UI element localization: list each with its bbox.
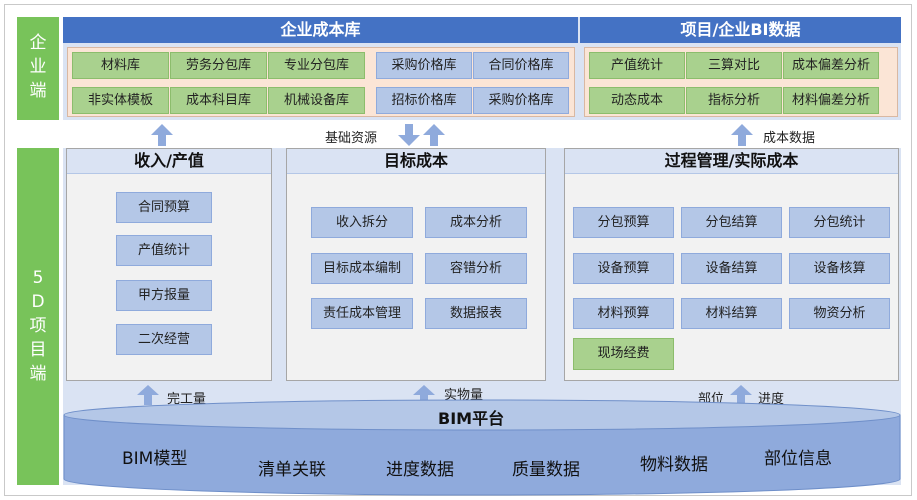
income-item-3: 甲方报量 [116,280,212,311]
process-item-8: 材料结算 [681,298,782,329]
price-library-cell-2: 合同价格库 [473,52,569,79]
project-side-label: 5D项目端 [17,148,59,485]
bim-item-6: 部位信息 [764,449,832,469]
library-cell-6: 机械设备库 [268,87,365,114]
price-library-cell-3: 招标价格库 [376,87,472,114]
process-item-5: 设备结算 [681,253,782,284]
bim-item-4: 质量数据 [512,460,580,480]
project-bi-header: 项目/企业BI数据 [580,17,901,43]
price-library-cell-1: 采购价格库 [376,52,472,79]
down-arrow-base [398,124,420,146]
target-cost-item-1: 收入拆分 [311,207,413,238]
bi-cell-5: 指标分析 [686,87,782,114]
library-cell-2: 劳务分包库 [170,52,267,79]
bim-platform-title: BIM平台 [438,409,505,428]
target-cost-box-title: 目标成本 [287,149,545,174]
bi-cell-6: 材料偏差分析 [783,87,879,114]
process-item-1: 分包预算 [573,207,674,238]
bi-cell-1: 产值统计 [589,52,685,79]
process-item-6: 设备核算 [789,253,890,284]
diagram-frame [4,4,912,496]
process-item-3: 分包统计 [789,207,890,238]
process-item-2: 分包结算 [681,207,782,238]
target-cost-item-6: 数据报表 [425,298,527,329]
up-arrow-completed [137,385,159,405]
target-cost-item-3: 目标成本编制 [311,253,413,284]
process-box-title: 过程管理/实际成本 [565,149,898,174]
library-cell-1: 材料库 [72,52,169,79]
up-arrow-physical [413,385,435,405]
library-cell-4: 非实体模板 [72,87,169,114]
process-item-7: 材料预算 [573,298,674,329]
bim-item-1: BIM模型 [122,449,188,469]
bi-cell-3: 成本偏差分析 [783,52,879,79]
bim-item-3: 进度数据 [386,460,454,480]
bim-item-5: 物料数据 [640,455,708,475]
library-cell-3: 专业分包库 [268,52,365,79]
up-arrow-base [423,124,445,146]
income-item-4: 二次经营 [116,324,212,355]
process-item-4: 设备预算 [573,253,674,284]
target-cost-item-2: 成本分析 [425,207,527,238]
project-side-text: 5D项目端 [29,268,47,384]
enterprise-side-text: 企业端 [29,33,47,101]
enterprise-side-label: 企业端 [17,17,59,120]
bi-cell-4: 动态成本 [589,87,685,114]
target-cost-item-4: 容错分析 [425,253,527,284]
physical-qty-label: 实物量 [444,388,484,403]
up-arrow-income [151,124,173,146]
target-cost-item-5: 责任成本管理 [311,298,413,329]
up-arrow-location [730,385,752,405]
bim-platform-cylinder [63,399,901,496]
bi-cell-2: 三算对比 [686,52,782,79]
process-item-10: 现场经费 [573,338,674,370]
income-item-1: 合同预算 [116,192,212,223]
library-cell-5: 成本科目库 [170,87,267,114]
progress-label: 进度 [758,392,785,407]
process-item-9: 物资分析 [789,298,890,329]
base-resources-label: 基础资源 [325,131,378,146]
up-arrow-cost-data [731,124,753,146]
completed-qty-label: 完工量 [167,392,207,407]
enterprise-library-header: 企业成本库 [63,17,578,43]
price-library-cell-4: 采购价格库 [473,87,569,114]
target-cost-box: 目标成本 [286,148,546,381]
cost-data-label: 成本数据 [763,131,816,146]
income-item-2: 产值统计 [116,235,212,266]
income-box-title: 收入/产值 [67,149,271,174]
bim-item-2: 清单关联 [258,460,326,480]
